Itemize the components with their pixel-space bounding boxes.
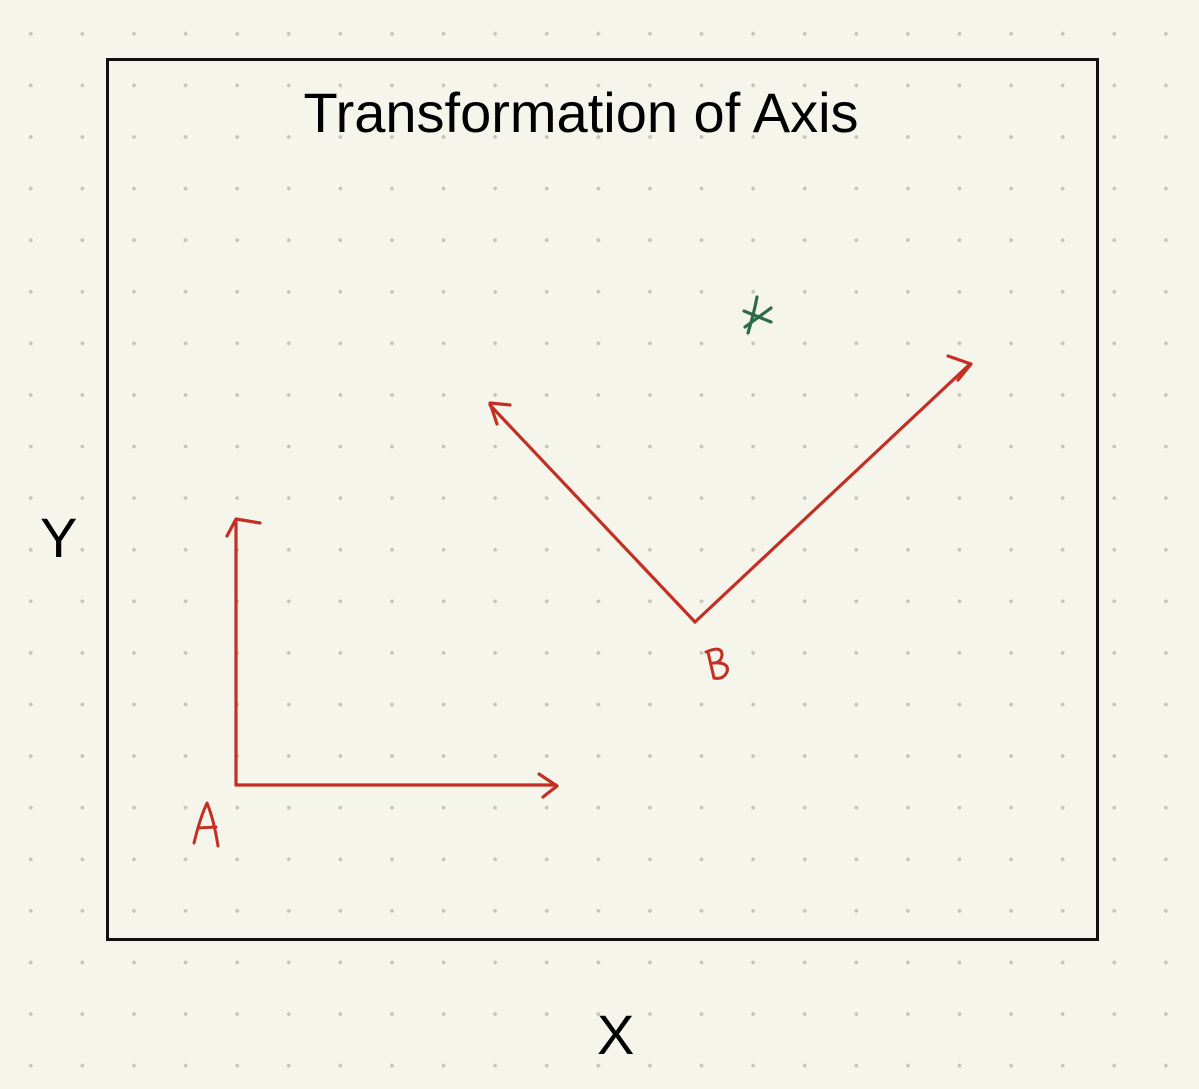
frame-a-x-arrowhead (537, 772, 559, 799)
diagram-title: Transformation of Axis (303, 81, 859, 144)
x-axis-label: X (597, 1003, 635, 1066)
frame-b-x-arrowhead (946, 354, 973, 382)
frame-b-y-axis (488, 403, 697, 624)
frame-a-y-arrowhead (225, 517, 262, 538)
plot-frame (106, 58, 1099, 941)
point-marker-icon (742, 295, 773, 335)
frame-b-x-axis (693, 362, 972, 624)
frame-a-label (192, 801, 220, 848)
frame-b-y-arrowhead (488, 401, 512, 426)
frame-b-label (704, 647, 729, 680)
y-axis-label: Y (40, 506, 78, 569)
